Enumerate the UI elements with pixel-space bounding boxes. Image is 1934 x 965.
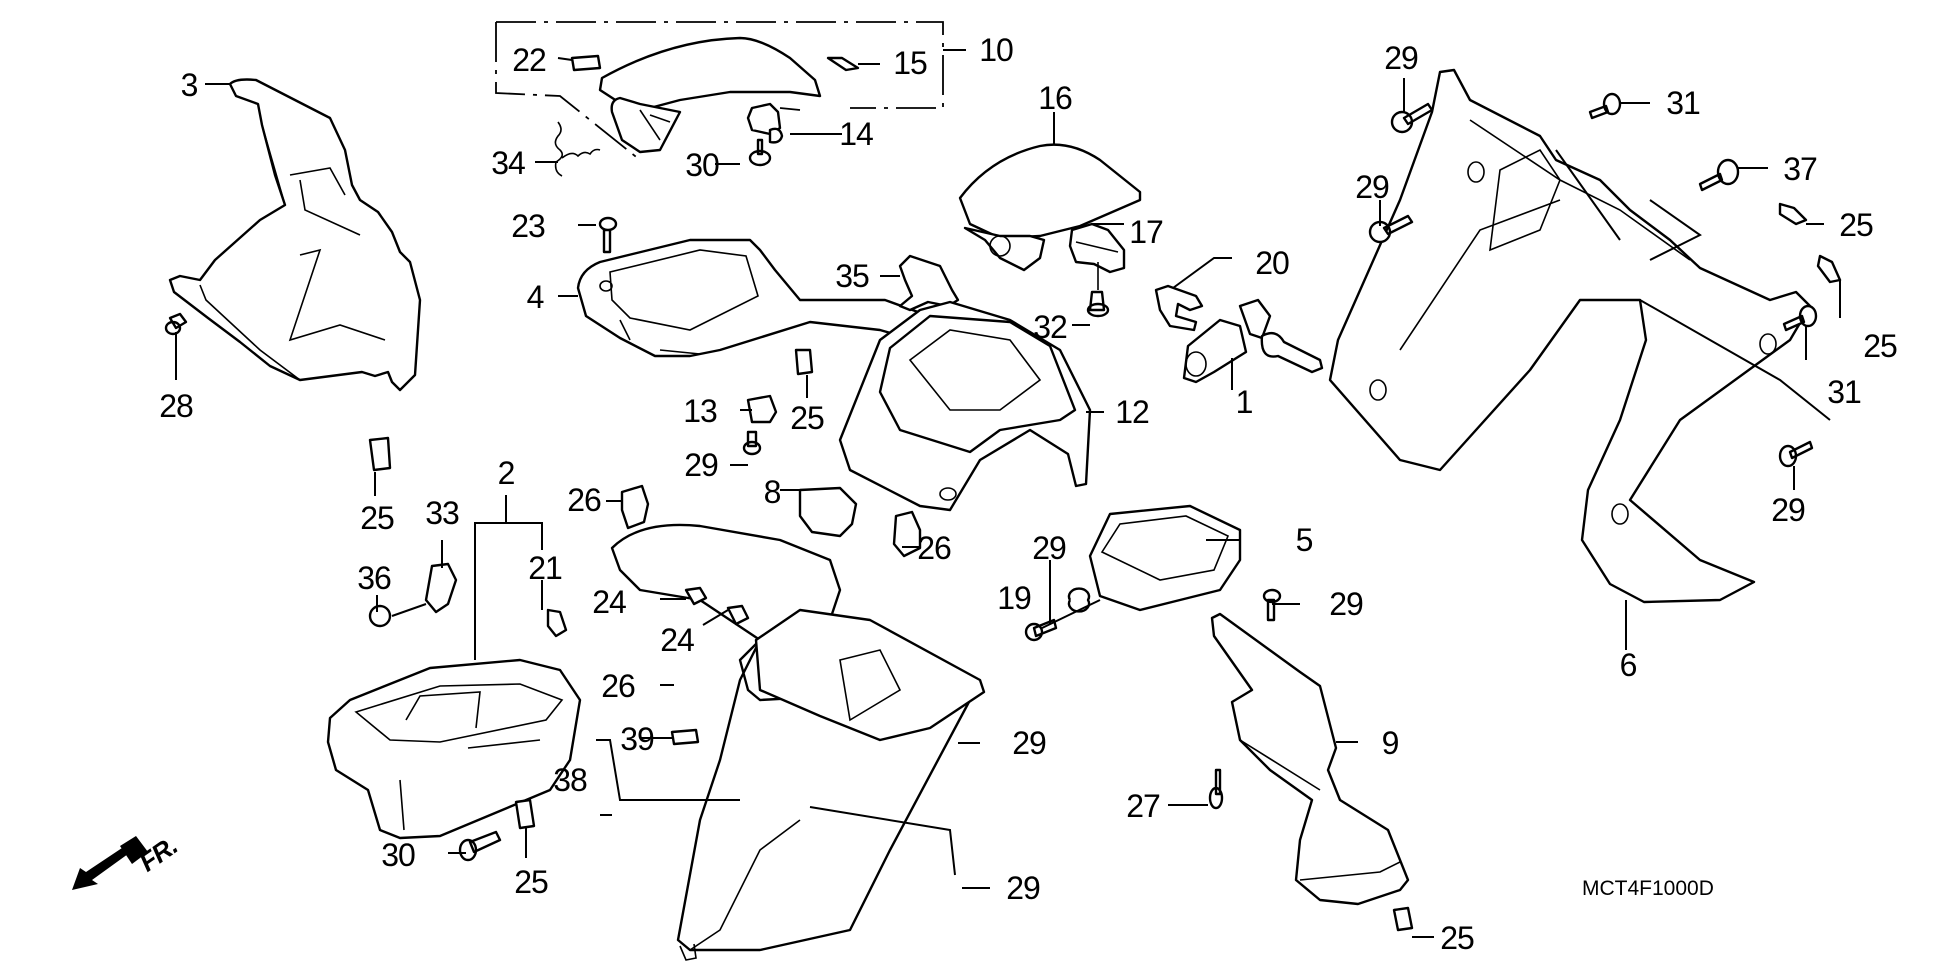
part-5-small-box xyxy=(1024,504,1282,642)
callout-29: 29 xyxy=(1355,169,1390,205)
part-1-key-lock xyxy=(1154,257,1324,390)
callout-5: 5 xyxy=(1295,522,1314,558)
callout-8: 8 xyxy=(763,474,782,510)
callout-25: 25 xyxy=(1440,920,1475,956)
callout-25: 25 xyxy=(790,400,825,436)
small-fasteners xyxy=(368,348,922,558)
callout-15: 15 xyxy=(893,45,928,81)
callout-4: 4 xyxy=(526,279,545,315)
callout-29: 29 xyxy=(1384,40,1419,76)
callout-29: 29 xyxy=(1012,725,1047,761)
callout-10: 10 xyxy=(979,32,1014,68)
part-2-box xyxy=(326,562,750,862)
callout-26: 26 xyxy=(601,668,636,704)
callout-30: 30 xyxy=(381,837,416,873)
callout-24: 24 xyxy=(660,622,695,658)
callout-34: 34 xyxy=(491,145,526,181)
callout-31: 31 xyxy=(1827,374,1862,410)
part-9-duct xyxy=(1208,612,1414,932)
callout-16: 16 xyxy=(1038,80,1073,116)
callout-22: 22 xyxy=(512,42,547,78)
callout-12: 12 xyxy=(1115,394,1150,430)
part-38-center-cover xyxy=(610,523,986,961)
callout-20: 20 xyxy=(1255,245,1290,281)
callout-2: 2 xyxy=(497,455,516,491)
callout-3: 3 xyxy=(180,67,199,103)
part-12-center-tray xyxy=(838,300,1092,512)
leader-lines xyxy=(175,49,1841,938)
part-10-lid-assembly xyxy=(495,21,944,177)
callout-37: 37 xyxy=(1783,151,1818,187)
callout-27: 27 xyxy=(1126,788,1161,824)
callout-31: 31 xyxy=(1666,85,1701,121)
part-4-frame xyxy=(576,238,992,362)
callout-29: 29 xyxy=(1329,586,1364,622)
callout-6: 6 xyxy=(1619,647,1638,683)
callout-33: 33 xyxy=(425,495,460,531)
callout-39: 39 xyxy=(620,721,655,757)
callout-9: 9 xyxy=(1381,725,1400,761)
callout-25: 25 xyxy=(1863,328,1898,364)
callout-25: 25 xyxy=(1839,207,1874,243)
callout-38: 38 xyxy=(553,762,588,798)
callout-23: 23 xyxy=(511,208,546,244)
callout-19: 19 xyxy=(997,580,1032,616)
callout-13: 13 xyxy=(683,393,718,429)
callout-26: 26 xyxy=(917,530,952,566)
part-35-bracket xyxy=(598,216,960,312)
callout-21: 21 xyxy=(528,550,563,586)
callout-28: 28 xyxy=(159,388,194,424)
callout-29: 29 xyxy=(1006,870,1041,906)
callout-30: 30 xyxy=(685,147,720,183)
callout-36: 36 xyxy=(357,560,392,596)
callout-17: 17 xyxy=(1129,214,1164,250)
part-3-left-cover xyxy=(164,78,422,392)
callout-29: 29 xyxy=(1032,530,1067,566)
part-17-latch xyxy=(1068,222,1126,318)
callout-26: 26 xyxy=(567,482,602,518)
front-direction-arrow-icon xyxy=(72,836,148,890)
diagram-code: MCT4F1000D xyxy=(1582,877,1714,900)
callout-25: 25 xyxy=(360,500,395,536)
part-6-right-cover xyxy=(1328,68,1842,604)
callout-24: 24 xyxy=(592,584,627,620)
callout-29: 29 xyxy=(1771,492,1806,528)
callout-1: 1 xyxy=(1235,384,1254,420)
callout-32: 32 xyxy=(1033,309,1068,345)
callout-25: 25 xyxy=(514,864,549,900)
callout-35: 35 xyxy=(835,258,870,294)
callout-14: 14 xyxy=(839,116,874,152)
callout-29: 29 xyxy=(684,447,719,483)
